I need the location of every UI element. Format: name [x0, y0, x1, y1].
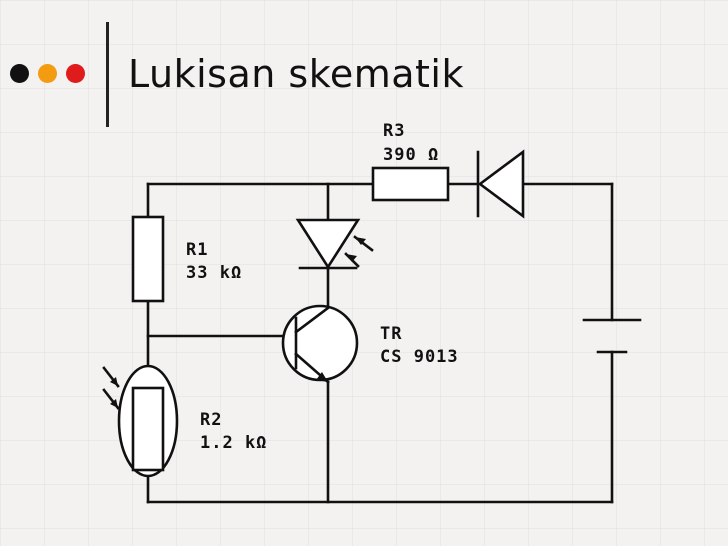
arrowheads — [110, 237, 366, 408]
r3-value: 390 Ω — [383, 145, 439, 165]
r2-value: 1.2 kΩ — [200, 433, 267, 453]
slide-title: Lukisan skematik — [128, 52, 464, 96]
bullet-dots — [10, 64, 85, 83]
bullet-dot-1 — [10, 64, 29, 83]
tr-value: CS 9013 — [380, 347, 459, 367]
r2-ldr — [102, 364, 179, 478]
title-divider — [106, 22, 109, 127]
tr-label: TR — [380, 324, 402, 344]
r1-value: 33 kΩ — [186, 263, 242, 283]
bullet-dot-2 — [38, 64, 57, 83]
r1-resistor — [131, 215, 165, 303]
bullet-dot-3 — [66, 64, 85, 83]
r1-label: R1 — [186, 240, 208, 260]
battery-symbol — [582, 318, 642, 354]
wires — [146, 182, 614, 504]
r2-label: R2 — [200, 410, 222, 430]
transistor-symbol — [281, 304, 359, 384]
r3-resistor — [371, 166, 450, 202]
r3-label: R3 — [383, 121, 405, 141]
diode-symbol — [476, 149, 525, 219]
